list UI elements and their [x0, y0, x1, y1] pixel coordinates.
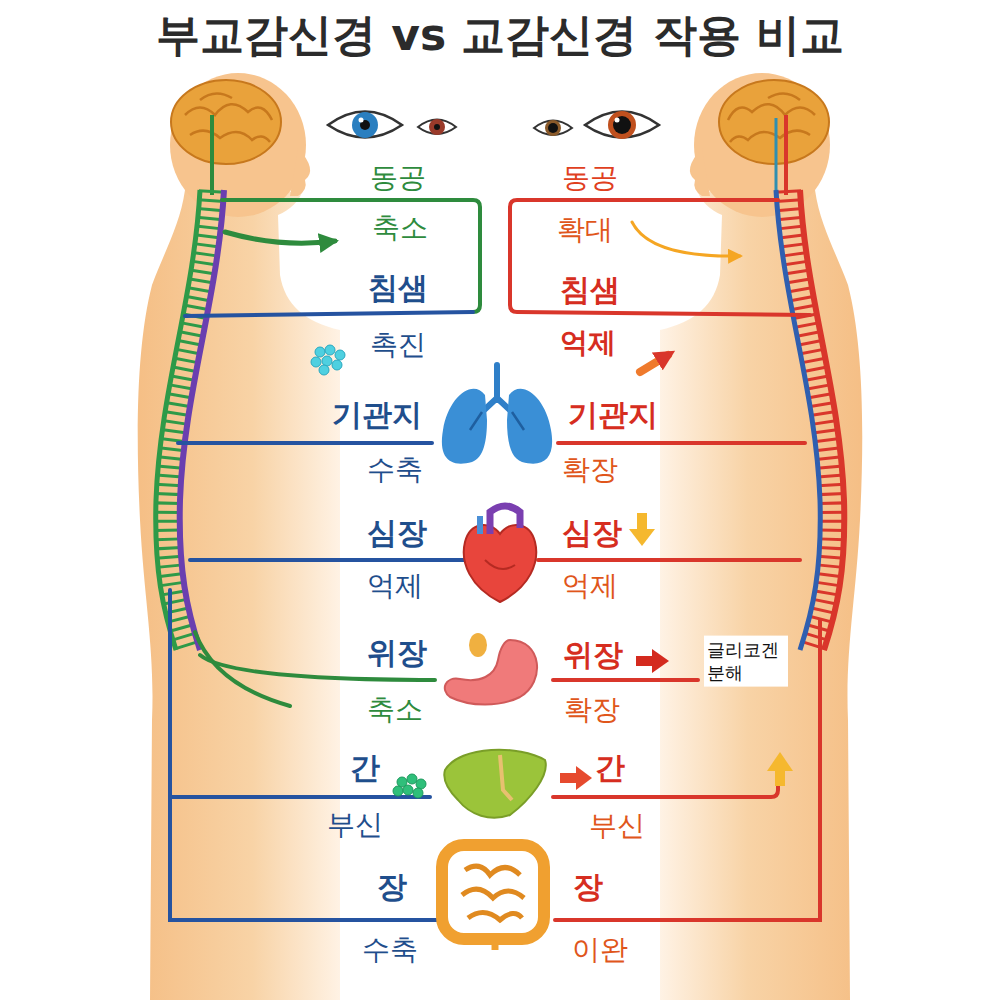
organ-label: 간 — [595, 751, 625, 786]
effect-label: 촉진 — [370, 329, 426, 361]
organ-label: 침샘 — [560, 273, 620, 308]
effect-label: 수축 — [367, 454, 423, 486]
effect-label: 수축 — [362, 934, 418, 966]
organ-label: 장 — [573, 870, 603, 905]
organ-label: 심장 — [562, 516, 622, 551]
organ-label: 위장 — [367, 636, 427, 671]
effect-label: 억제 — [562, 570, 618, 602]
nerve-line — [510, 200, 820, 920]
gland-cluster — [311, 345, 345, 375]
spine — [156, 115, 224, 650]
organ-label: 간 — [350, 751, 380, 786]
heart-icon — [464, 506, 536, 602]
stomach-icon — [445, 633, 537, 705]
organ-label: 침샘 — [368, 271, 428, 306]
title: 부교감신경 vs 교감신경 작용 비교 — [0, 6, 1000, 65]
effect-label: 동공 — [370, 162, 426, 194]
effect-label: 억제 — [367, 570, 423, 602]
spine — [776, 115, 844, 650]
effect-label: 축소 — [367, 694, 423, 726]
effect-label: 동공 — [562, 162, 618, 194]
effect-label: 축소 — [372, 212, 428, 244]
liver-icon — [444, 750, 546, 818]
body-silhouette — [660, 73, 862, 1000]
effect-label: 부신 — [589, 810, 645, 842]
gland-cluster — [393, 774, 426, 798]
effect-label: 이완 — [572, 934, 628, 966]
effect-label: 확장 — [564, 694, 620, 726]
nerve-line — [170, 200, 480, 920]
eye-icon — [328, 111, 659, 139]
intestine-icon — [442, 845, 544, 950]
effect-label: 부신 — [327, 809, 383, 841]
organ-label: 위장 — [563, 638, 623, 673]
organ-label: 심장 — [367, 516, 427, 551]
organ-label: 장 — [377, 870, 407, 905]
effect-label: 확장 — [562, 454, 618, 486]
organ-label: 억제 — [560, 327, 616, 359]
arrow-symbol — [560, 513, 793, 790]
lungs-icon — [442, 365, 552, 464]
organ-label: 기관지 — [332, 398, 422, 433]
effect-label: 확대 — [557, 214, 613, 246]
organ-label: 기관지 — [568, 398, 658, 433]
note-label: 글리코겐 분해 — [704, 636, 788, 687]
